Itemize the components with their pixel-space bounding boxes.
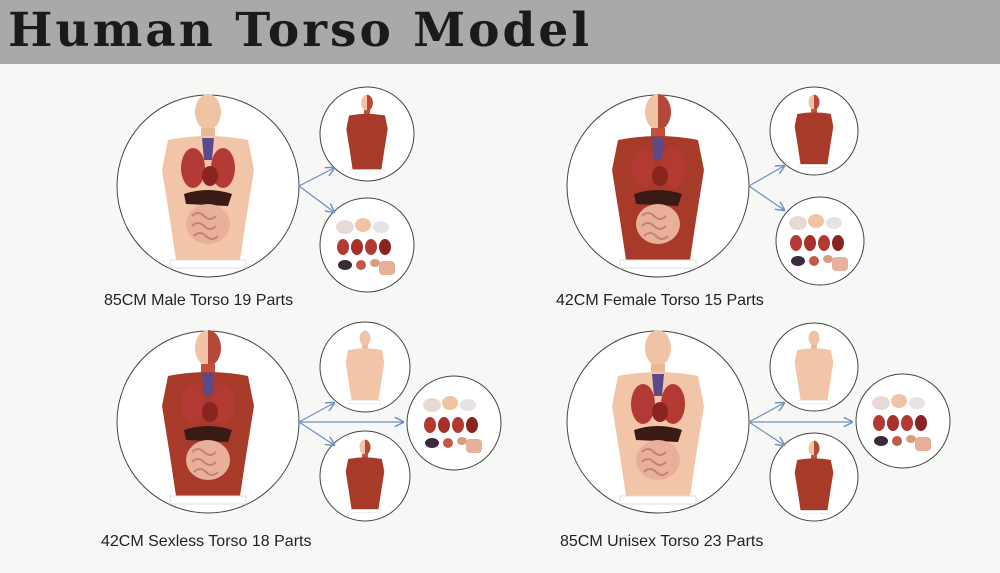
- female-torso-panel: [566, 86, 865, 286]
- product-caption-unisex: 85CM Unisex Torso 23 Parts: [560, 533, 764, 550]
- product-caption-male: 85CM Male Torso 19 Parts: [104, 292, 294, 309]
- sexless-torso-panel: [116, 321, 502, 522]
- title-banner: Human Torso Model: [0, 0, 1000, 64]
- product-caption-female: 42CM Female Torso 15 Parts: [556, 292, 764, 309]
- page-title: Human Torso Model: [8, 3, 593, 58]
- male-torso-panel: [116, 86, 415, 293]
- unisex-torso-panel: [566, 322, 951, 522]
- product-caption-sexless: 42CM Sexless Torso 18 Parts: [101, 533, 312, 550]
